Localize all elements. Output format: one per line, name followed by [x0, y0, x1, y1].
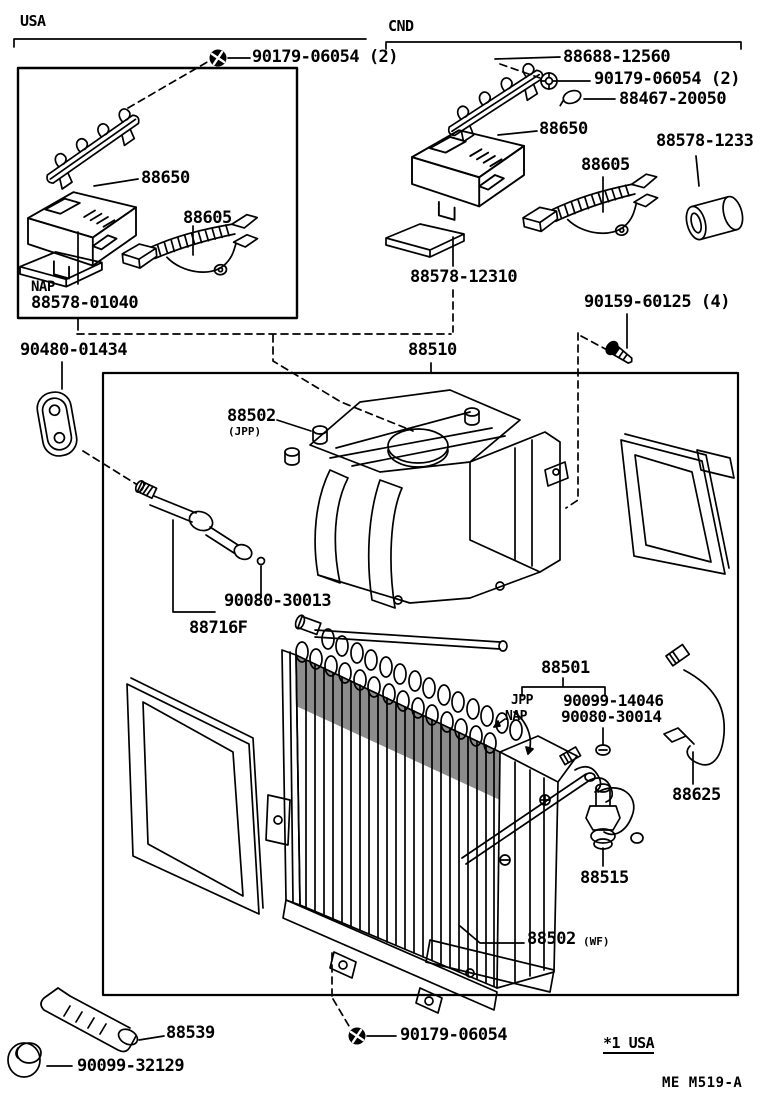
- leader-upper-case: [276, 419, 312, 432]
- seal-frame-left: [126, 677, 264, 915]
- plant-label-lower-case: (WF): [583, 935, 610, 948]
- screw-icon-usa: [208, 48, 228, 68]
- callout-upper-case: 88502: [227, 406, 276, 426]
- upper-case-part: [284, 389, 569, 609]
- screw-icon-cnd: [540, 72, 558, 90]
- callout-boot-cnd: 88578-1233: [656, 131, 754, 151]
- grommet-part: [36, 391, 78, 457]
- callout-harness-usa: 88605: [183, 208, 232, 228]
- plant-label-jpp: JPP: [511, 693, 533, 708]
- callout-oring: 90080-30013: [224, 591, 332, 611]
- plant-label-nap-usa: NAP: [31, 279, 55, 295]
- callout-resistor-cnd: 88578-12310: [410, 267, 518, 287]
- dashed-leader-lines: [76, 60, 612, 1027]
- unit-assembly-box: [101, 362, 740, 997]
- wire-harness-cnd: [518, 171, 665, 250]
- thermistor-part: [663, 643, 726, 766]
- callout-lower-case: 88502: [527, 929, 576, 949]
- cnd-region-bracket: [385, 41, 742, 50]
- callout-grommet: 90480-01434: [20, 340, 128, 360]
- callout-unit-assembly: 88510: [408, 340, 457, 360]
- usa-footnote: *1 USA: [603, 1034, 655, 1054]
- callout-holder: 88515: [580, 868, 629, 888]
- washer-icon: [595, 744, 611, 756]
- page-code: ME M519-A: [662, 1075, 743, 1091]
- leader-hose: [138, 1035, 165, 1041]
- evaporator-core: [265, 614, 523, 1014]
- region-label-cnd: CND: [388, 17, 414, 35]
- callout-evaporator: 88501: [541, 658, 590, 678]
- leader-amplifier-usa: [93, 178, 139, 187]
- screw-icon-bottom: [347, 1026, 367, 1046]
- evaporator-bracket: [493, 677, 606, 755]
- callout-cap: 90099-32129: [77, 1056, 185, 1076]
- callout-screw-bottom: 90179-06054: [400, 1025, 508, 1045]
- callout-bracket-cnd: 88688-12560: [563, 47, 671, 67]
- plant-label-nap: NAP: [505, 709, 527, 724]
- callout-screw-nap: 90080-30014: [561, 707, 662, 726]
- region-label-usa: USA: [20, 12, 46, 30]
- boot-cnd: [685, 195, 744, 241]
- packing-icon-cnd: [559, 89, 582, 107]
- usa-subassembly-box: [16, 66, 299, 331]
- callout-hose: 88539: [166, 1023, 215, 1043]
- callout-tapping-screw: 90159-60125 (4): [584, 292, 731, 312]
- amplifier-cnd: [411, 129, 525, 221]
- leader-tube: [172, 519, 216, 613]
- holder-part: [559, 746, 644, 850]
- leader-clamp-cnd: [494, 56, 561, 60]
- callout-packing-cnd: 88467-20050: [619, 89, 727, 109]
- cap-part: [7, 1042, 42, 1078]
- amplifier-usa: [27, 191, 137, 280]
- leader-lower-case: [459, 925, 525, 944]
- callout-screw-usa: 90179-06054 (2): [252, 47, 399, 67]
- tube-88716: [134, 479, 266, 566]
- pipe-clamp-cnd: [440, 58, 551, 147]
- usa-region-bracket: [13, 38, 367, 48]
- tapping-screw-icon: [605, 340, 633, 364]
- callout-amplifier-cnd: 88650: [539, 119, 588, 139]
- leader-amplifier-cnd: [497, 130, 538, 136]
- hose-part: [40, 987, 139, 1053]
- lower-case-part: [425, 735, 596, 993]
- leader-boot-cnd: [695, 155, 700, 187]
- callout-amplifier-usa: 88650: [141, 168, 190, 188]
- plant-label-upper-case: (JPP): [228, 425, 262, 438]
- callout-resistor-usa: 88578-01040: [31, 293, 139, 313]
- callout-screw-cnd: 90179-06054 (2): [594, 69, 741, 89]
- callout-tube: 88716F: [189, 618, 248, 638]
- callout-thermistor: 88625: [672, 785, 721, 805]
- callout-harness-cnd: 88605: [581, 155, 630, 175]
- callout-screw-jpp: 90099-14046: [563, 691, 664, 710]
- seal-frame-right: [620, 433, 735, 575]
